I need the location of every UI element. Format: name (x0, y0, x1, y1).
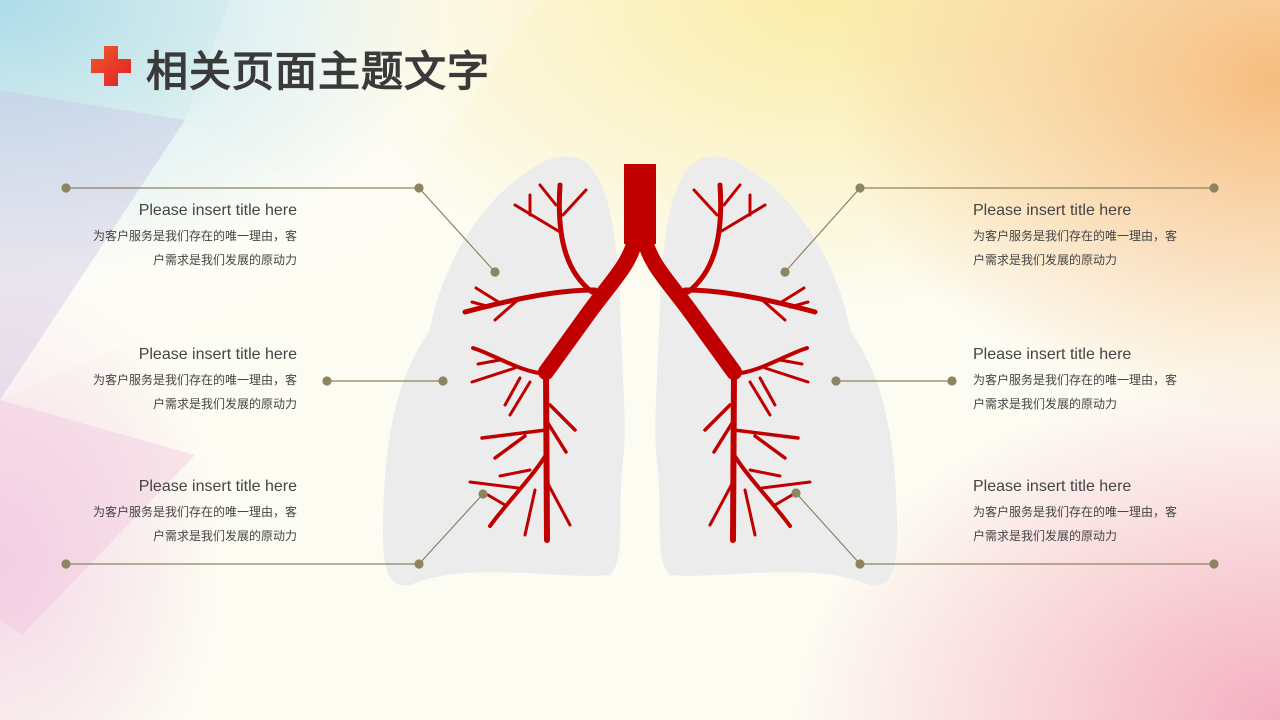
item-title: Please insert title here (973, 202, 1132, 219)
item-desc-1: 为客户服务是我们存在的唯一理由，客 (92, 373, 297, 387)
text-block-left-middle: Please insert title here 为客户服务是我们存在的唯一理由… (57, 344, 297, 416)
item-desc-1: 为客户服务是我们存在的唯一理由，客 (92, 229, 297, 243)
item-desc-1: 为客户服务是我们存在的唯一理由，客 (973, 505, 1178, 519)
item-title: Please insert title here (973, 346, 1132, 363)
item-desc-1: 为客户服务是我们存在的唯一理由，客 (973, 373, 1178, 387)
red-cross-icon (91, 46, 131, 86)
item-desc-2: 户需求是我们发展的原动力 (152, 253, 297, 267)
connectors (61, 183, 1219, 569)
item-title: Please insert title here (138, 202, 297, 219)
item-desc-2: 户需求是我们发展的原动力 (973, 253, 1118, 267)
text-block-right-top: Please insert title here 为客户服务是我们存在的唯一理由… (973, 200, 1213, 272)
text-block-left-top: Please insert title here 为客户服务是我们存在的唯一理由… (57, 200, 297, 272)
item-desc-2: 户需求是我们发展的原动力 (973, 397, 1118, 411)
lungs-illustration (382, 156, 898, 586)
page-title: 相关页面主题文字 (146, 47, 491, 96)
item-desc-2: 户需求是我们发展的原动力 (152, 529, 297, 543)
text-block-left-bottom: Please insert title here 为客户服务是我们存在的唯一理由… (57, 476, 297, 548)
item-desc-2: 户需求是我们发展的原动力 (152, 397, 297, 411)
text-block-right-bottom: Please insert title here 为客户服务是我们存在的唯一理由… (973, 476, 1213, 548)
item-title: Please insert title here (973, 478, 1132, 495)
text-block-right-middle: Please insert title here 为客户服务是我们存在的唯一理由… (973, 344, 1213, 416)
item-desc-1: 为客户服务是我们存在的唯一理由，客 (973, 229, 1178, 243)
item-desc-1: 为客户服务是我们存在的唯一理由，客 (92, 505, 297, 519)
item-title: Please insert title here (138, 346, 297, 363)
item-desc-2: 户需求是我们发展的原动力 (973, 529, 1118, 543)
item-title: Please insert title here (138, 478, 297, 495)
bronchial-tree (462, 164, 815, 540)
